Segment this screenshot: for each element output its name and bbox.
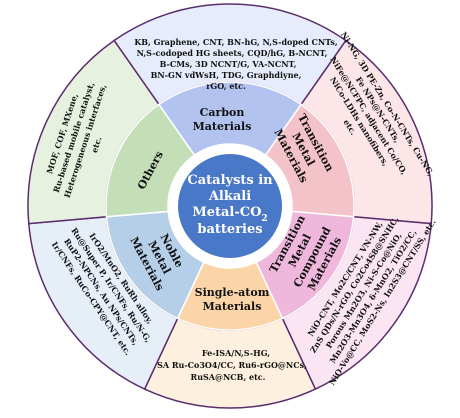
examples-carbon: KB, Graphene, CNT, BN-hG, N,S-doped CNTs… <box>134 37 338 91</box>
svg-text:Materials: Materials <box>203 300 262 313</box>
svg-text:Carbon: Carbon <box>200 106 245 119</box>
example-line: B-CMs, 3D NCNT/G, VA-NCNT, <box>160 59 297 69</box>
example-line: etc. <box>89 135 104 154</box>
center-title-line3: Metal-CO2 <box>192 205 267 224</box>
examples-single-atom: Fe-ISA/N,S-HG, SA Ru-Co3O4/CC, Ru6-rGO@N… <box>157 348 307 382</box>
example-line: Fe-ISA/N,S-HG, <box>202 348 270 358</box>
center-title-line2: Alkali <box>208 189 251 204</box>
example-line: KB, Graphene, CNT, BN-hG, N,S-doped CNTs… <box>134 37 338 47</box>
example-line: SA Ru-Co3O4/CC, Ru6-rGO@NCs, <box>157 360 307 370</box>
example-line: N,S-codoped HG sheets, CQD/hG, B-NCNT, <box>137 48 328 58</box>
example-line: BN-GN vdWsH, TDG, Graphdiyne, <box>151 70 302 80</box>
svg-text:Materials: Materials <box>193 120 252 133</box>
example-line: RuSA@NCB, etc. <box>191 372 266 382</box>
label-carbon: Carbon Materials <box>193 106 252 133</box>
center-circle <box>178 154 282 258</box>
svg-text:Single-atom: Single-atom <box>195 286 270 299</box>
center-title-line1: Catalysts in <box>187 173 273 188</box>
center-title-line4: batteries <box>197 222 262 237</box>
example-line: rGO, etc. <box>206 81 246 91</box>
label-single-atom: Single-atom Materials <box>195 286 270 313</box>
